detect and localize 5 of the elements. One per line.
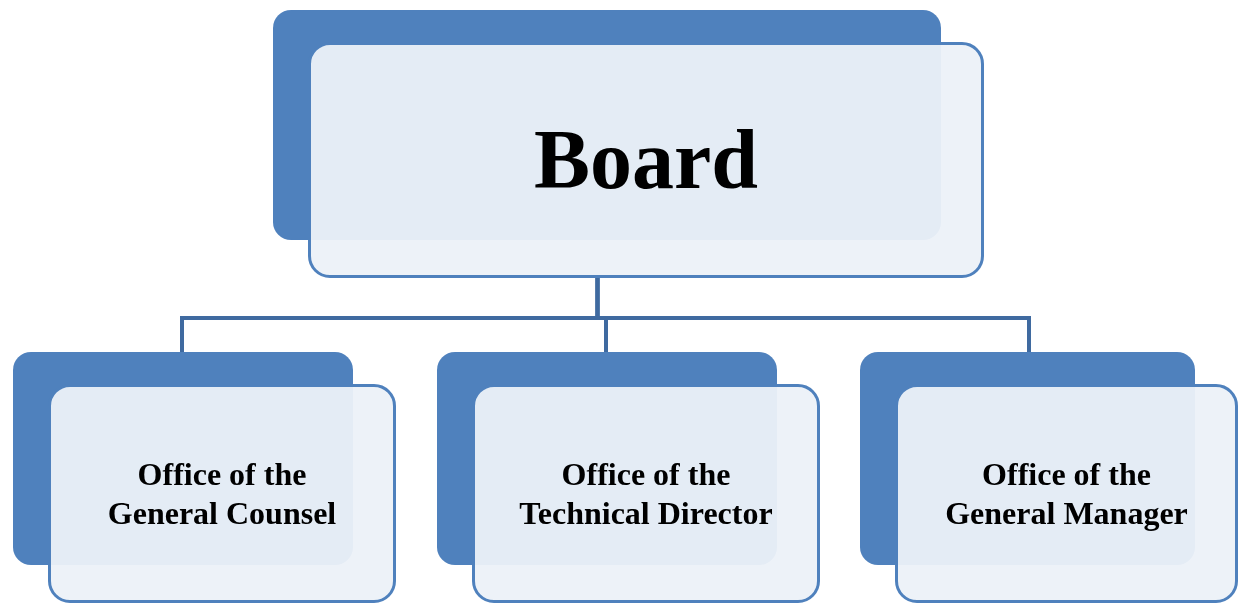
office-label: Office of the Technical Director [518, 455, 774, 532]
title-text: Board [534, 118, 758, 202]
office-label: Office of the General Manager [944, 455, 1189, 532]
connector-line [595, 278, 1031, 352]
office-label: Office of the General Counsel [106, 455, 338, 532]
